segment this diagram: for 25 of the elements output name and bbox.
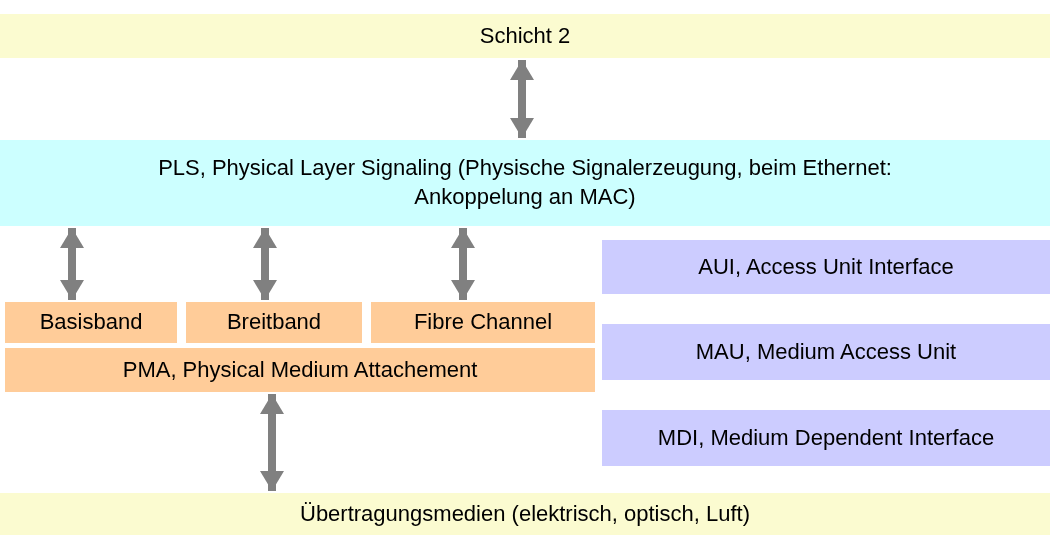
layer-label: PLS, Physical Layer Signaling (Physische Signalerzeugung, beim Ethernet: Ankoppelung an MAC) [157, 154, 893, 211]
layer-band [0, 14, 1050, 58]
process-box [5, 348, 595, 392]
double-arrow [451, 228, 475, 300]
layer-label: AUI, Access Unit Interface [697, 252, 955, 281]
interface-box [602, 324, 1050, 380]
double-arrow [253, 228, 277, 300]
process-box [5, 302, 177, 343]
double-arrow [260, 394, 284, 491]
interface-box [602, 240, 1050, 294]
process-box [186, 302, 362, 343]
layer-label: Basisband [38, 308, 144, 337]
layer-label: MAU, Medium Access Unit [694, 337, 958, 366]
interface-box [602, 410, 1050, 466]
layer-band [0, 493, 1050, 535]
double-arrow [510, 60, 534, 138]
layer-box [0, 140, 1050, 226]
layer-label: Breitband [225, 308, 323, 337]
layer-label: MDI, Medium Dependent Interface [656, 423, 996, 452]
layer-label: Schicht 2 [478, 21, 572, 50]
process-box [371, 302, 595, 343]
layer-label: PMA, Physical Medium Attachement [121, 355, 479, 384]
layer-label: Fibre Channel [412, 308, 554, 337]
layer-label: Übertragungsmedien (elektrisch, optisch, Luft) [299, 499, 751, 528]
double-arrow [60, 228, 84, 300]
